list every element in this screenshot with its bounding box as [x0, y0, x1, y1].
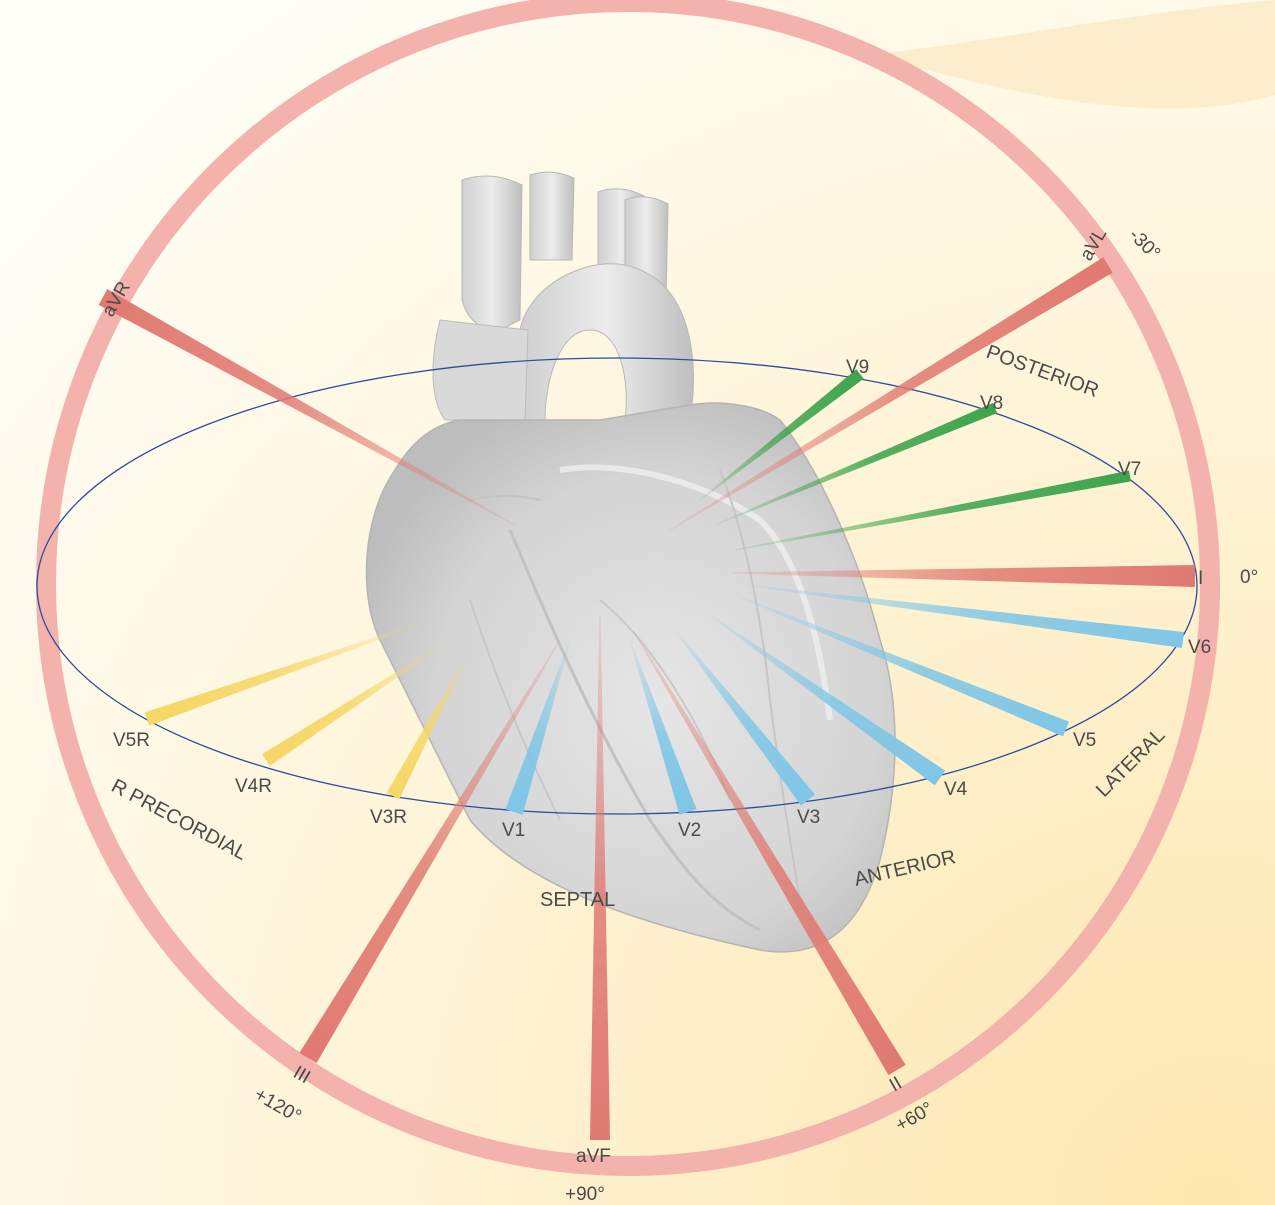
lead-label-avf: aVF — [576, 1146, 611, 1167]
lead-label-v7: V7 — [1118, 459, 1141, 480]
lead-label-v4: V4 — [944, 779, 968, 800]
lead-label-i: I — [1198, 568, 1203, 589]
lead-label-v8: V8 — [980, 393, 1003, 414]
angle-label-0: 0° — [1240, 567, 1258, 588]
group-label-septal: SEPTAL — [540, 889, 615, 911]
lead-label-v5: V5 — [1073, 730, 1096, 751]
lead-label-v9: V9 — [846, 357, 869, 378]
lead-label-v4r: V4R — [235, 776, 272, 797]
lead-label-v3r: V3R — [370, 807, 407, 828]
lead-label-v6: V6 — [1188, 637, 1211, 658]
lead-label-v2: V2 — [678, 820, 701, 841]
lead-label-v1: V1 — [502, 820, 525, 841]
lead-label-v5r: V5R — [113, 730, 150, 751]
lead-label-v3: V3 — [797, 807, 820, 828]
angle-label-plus-90: +90° — [565, 1184, 605, 1205]
